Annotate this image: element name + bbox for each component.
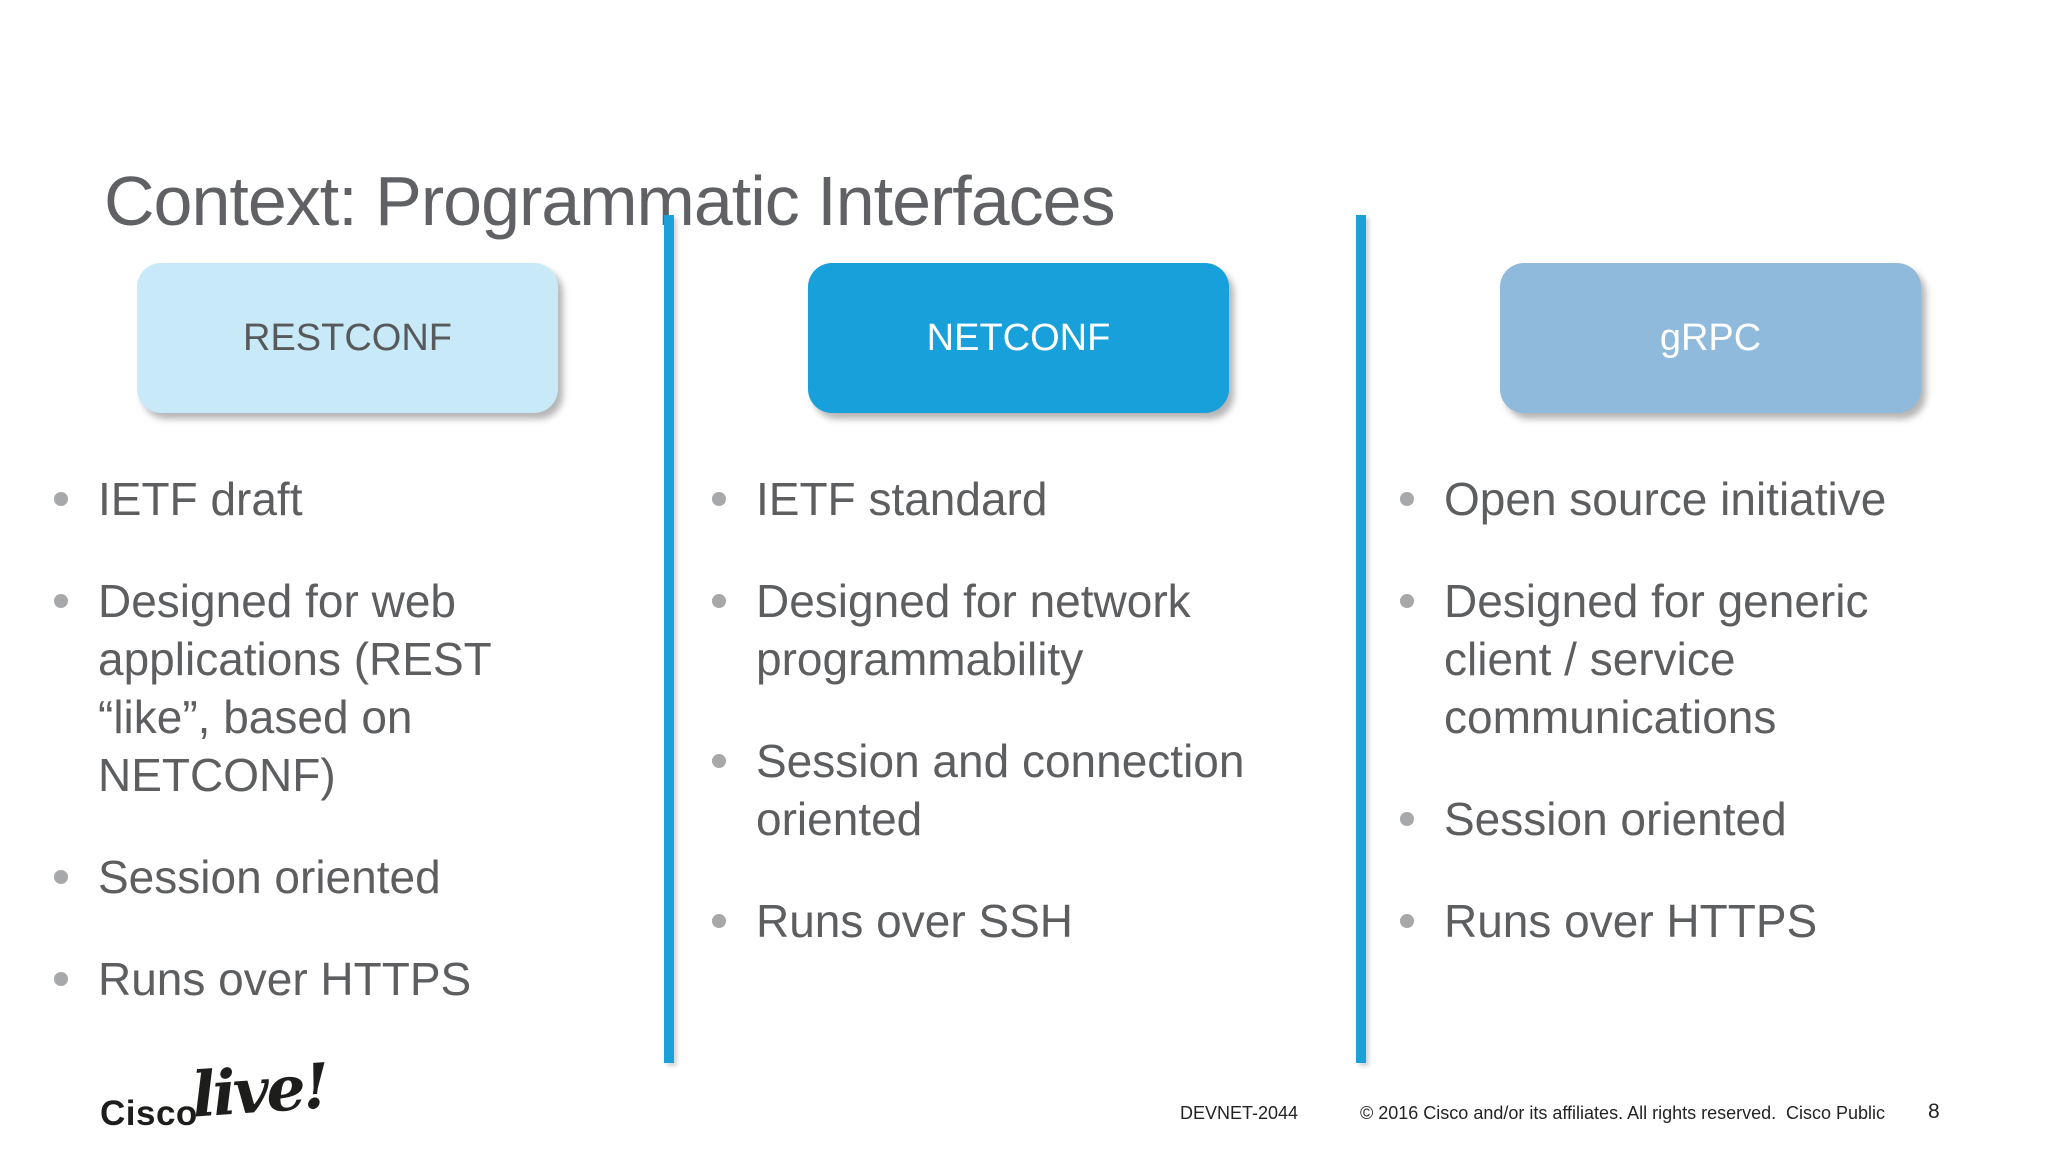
bullet-icon	[712, 594, 726, 608]
grpc-header-box: gRPC	[1500, 263, 1921, 413]
list-item: Runs over SSH	[710, 892, 1335, 950]
list-item-text: Runs over HTTPS	[98, 953, 472, 1005]
bullet-icon	[54, 492, 68, 506]
restconf-bullet-list: IETF draft Designed for web applications…	[52, 470, 557, 1052]
list-item-text: Designed for web applications (REST “lik…	[98, 575, 491, 801]
restconf-header-label: RESTCONF	[243, 316, 452, 359]
bullet-icon	[1400, 914, 1414, 928]
list-item: Open source initiative	[1398, 470, 1944, 528]
list-item-text: Session and connection oriented	[756, 735, 1245, 845]
list-item-text: IETF draft	[98, 473, 303, 525]
list-item: Designed for web applications (REST “lik…	[52, 572, 557, 804]
netconf-header-box: NETCONF	[808, 263, 1229, 413]
cisco-live-logo: Cisco live!	[100, 1049, 340, 1147]
list-item-text: Runs over SSH	[756, 895, 1074, 947]
bullet-icon	[1400, 492, 1414, 506]
bullet-icon	[712, 914, 726, 928]
column-divider-left	[664, 215, 674, 1063]
live-logo-text: live!	[189, 1049, 330, 1132]
list-item: Session and connection oriented	[710, 732, 1335, 848]
grpc-bullet-list: Open source initiative Designed for gene…	[1398, 470, 1944, 994]
bullet-icon	[54, 972, 68, 986]
list-item: IETF draft	[52, 470, 557, 528]
list-item-text: Designed for generic client / service co…	[1444, 575, 1869, 743]
bullet-icon	[1400, 594, 1414, 608]
copyright-notice: © 2016 Cisco and/or its affiliates. All …	[1360, 1103, 1777, 1123]
bullet-icon	[712, 492, 726, 506]
list-item: IETF standard	[710, 470, 1335, 528]
bullet-icon	[1400, 812, 1414, 826]
list-item: Designed for network programmability	[710, 572, 1335, 688]
list-item-text: Session oriented	[1444, 793, 1787, 845]
bullet-icon	[54, 594, 68, 608]
list-item-text: IETF standard	[756, 473, 1048, 525]
list-item-text: Runs over HTTPS	[1444, 895, 1818, 947]
netconf-bullet-list: IETF standard Designed for network progr…	[710, 470, 1335, 994]
page-number: 8	[1928, 1100, 1940, 1123]
page-title: Context: Programmatic Interfaces	[104, 161, 1116, 240]
list-item-text: Designed for network programmability	[756, 575, 1191, 685]
restconf-header-box: RESTCONF	[137, 263, 558, 413]
grpc-header-label: gRPC	[1659, 316, 1762, 359]
cisco-logo-text: Cisco	[100, 1094, 198, 1133]
bullet-icon	[54, 870, 68, 884]
bullet-icon	[712, 754, 726, 768]
list-item: Runs over HTTPS	[52, 950, 557, 1008]
list-item: Designed for generic client / service co…	[1398, 572, 1944, 746]
list-item-text: Session oriented	[98, 851, 441, 903]
netconf-header-label: NETCONF	[926, 316, 1111, 359]
list-item: Session oriented	[52, 848, 557, 906]
classification-label: Cisco Public	[1786, 1103, 1886, 1123]
column-divider-right	[1356, 215, 1366, 1063]
session-code: DEVNET-2044	[1180, 1103, 1299, 1123]
list-item: Session oriented	[1398, 790, 1944, 848]
list-item: Runs over HTTPS	[1398, 892, 1944, 950]
list-item-text: Open source initiative	[1444, 473, 1887, 525]
